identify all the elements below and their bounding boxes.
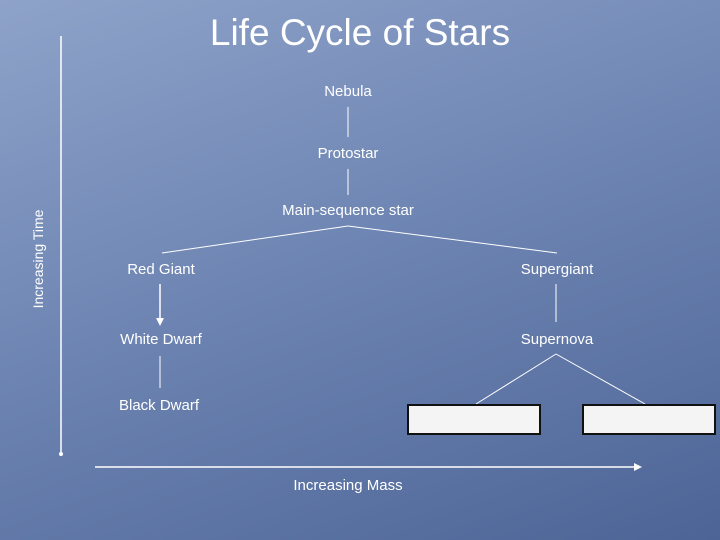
time-axis-end-dot — [59, 452, 63, 456]
time-axis-label: Increasing Time — [30, 209, 46, 309]
node-supergiant: Supergiant — [520, 261, 594, 278]
connector-supernova-box-left — [475, 353, 557, 405]
blank-box-left — [407, 404, 541, 435]
diagram-title: Life Cycle of Stars — [209, 12, 511, 53]
connector-mainsequence-redgiant — [161, 225, 349, 254]
node-main-sequence-star: Main-sequence star — [282, 202, 414, 219]
node-white-dwarf: White Dwarf — [120, 331, 202, 348]
node-red-giant: Red Giant — [127, 261, 195, 278]
connector-supernova-box-right — [555, 353, 646, 405]
blank-box-right — [582, 404, 716, 435]
node-nebula: Nebula — [324, 83, 372, 100]
mass-axis-label: Increasing Mass — [293, 477, 403, 494]
connector-mainsequence-supergiant — [347, 225, 558, 254]
node-supernova: Supernova — [520, 331, 594, 348]
node-protostar: Protostar — [317, 145, 379, 162]
node-black-dwarf: Black Dwarf — [118, 397, 200, 414]
